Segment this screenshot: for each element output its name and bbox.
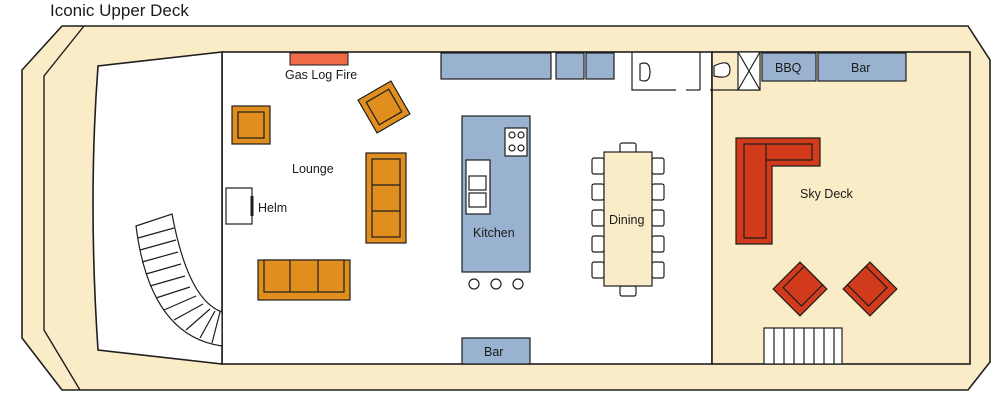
bar-counter-bottom: Bar [461,337,531,365]
sky-deck-armchair-left [772,261,828,317]
bathroom [631,51,761,91]
lounge-sofa-vertical [365,152,407,244]
bbq-counter: BBQ [761,52,817,82]
kitchen-label: Kitchen [473,226,515,240]
sky-deck-label: Sky Deck [800,187,854,201]
bbq-label: BBQ [775,61,802,75]
sky-deck-armchair-right [842,261,898,317]
sky-deck-stairs [763,327,843,365]
helm-label: Helm [258,201,287,215]
deck-title: Iconic Upper Deck [50,1,189,20]
dining-table [591,142,665,297]
lounge-armchair-rotated [357,80,411,134]
gas-log-fire [289,52,349,66]
bar-top-label: Bar [851,61,870,75]
lounge-armchair-left [231,105,271,145]
bar-bottom-label: Bar [484,345,503,359]
dining-label: Dining [609,213,644,227]
spiral-stairs [135,213,223,347]
kitchen-island [461,115,531,273]
kitchen-stools [468,278,524,290]
gas-log-fire-label: Gas Log Fire [285,68,357,82]
helm-chair [225,187,254,225]
lounge-sofa-horizontal [257,259,351,301]
bar-counter-top: Bar [817,52,907,82]
sky-deck-corner-sofa [735,137,821,245]
top-counters [440,52,615,80]
lounge-label: Lounge [292,162,334,176]
